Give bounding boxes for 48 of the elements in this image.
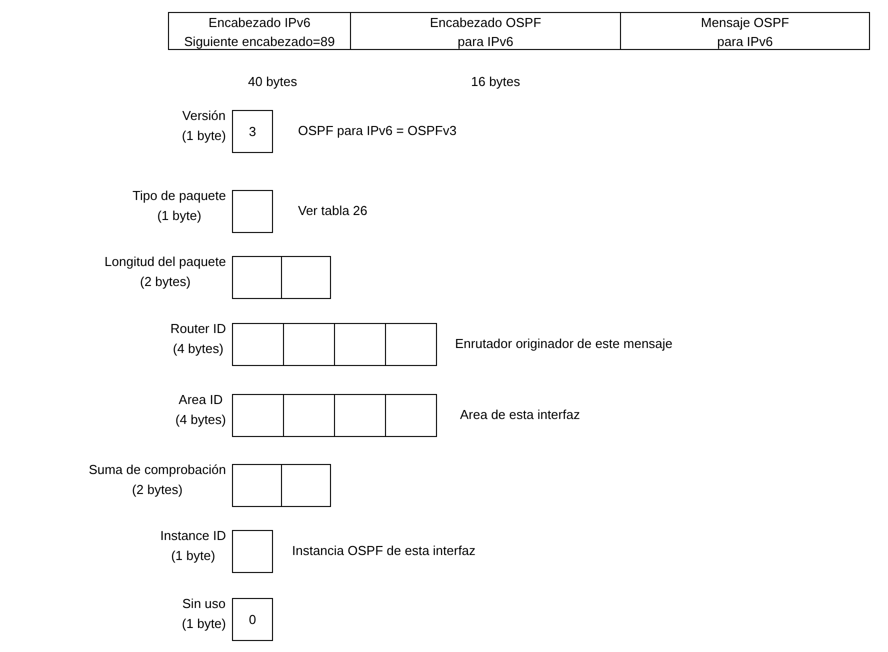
byte-cell xyxy=(385,394,437,437)
byte-cell xyxy=(232,464,282,507)
field-name: Router ID xyxy=(170,320,226,338)
field-description: Enrutador originador de este mensaje xyxy=(455,335,673,353)
byte-cell xyxy=(232,598,273,641)
field-size: (2 bytes) xyxy=(131,481,184,499)
byte-cell xyxy=(281,256,331,299)
byte-cell xyxy=(283,323,335,366)
field-size: (1 byte) xyxy=(182,615,226,633)
field-value: 0 xyxy=(248,611,256,629)
byte-cell xyxy=(283,394,335,437)
field-name: Area ID xyxy=(178,391,224,409)
byte-cell xyxy=(232,110,273,153)
header-field-cell xyxy=(168,12,351,50)
byte-length-label: 40 bytes xyxy=(248,73,298,91)
field-name: Instance ID xyxy=(160,527,226,545)
field-name: Suma de comprobación xyxy=(88,461,226,479)
byte-length-label: 16 bytes xyxy=(471,73,520,91)
field-size: (1 byte) xyxy=(182,127,226,145)
field-size: (4 bytes) xyxy=(172,340,224,358)
field-size: (4 bytes) xyxy=(175,411,226,429)
field-size: (1 byte) xyxy=(156,207,202,225)
field-name: Sin uso xyxy=(182,595,226,613)
header-field-cell xyxy=(620,12,870,50)
byte-cell xyxy=(232,394,284,437)
field-size: (2 bytes) xyxy=(138,273,192,291)
header-field-cell xyxy=(350,12,621,50)
header-field-label: Mensaje OSPF para IPv6 xyxy=(700,14,790,51)
byte-cell xyxy=(334,323,386,366)
field-description: Area de esta interfaz xyxy=(460,406,580,424)
byte-cell xyxy=(281,464,331,507)
byte-cell xyxy=(385,323,437,366)
byte-cell xyxy=(334,394,386,437)
byte-cell xyxy=(232,256,282,299)
header-field-label: Encabezado OSPF para IPv6 xyxy=(430,14,542,51)
field-name: Tipo de paquete xyxy=(132,187,226,205)
field-description: OSPF para IPv6 = OSPFv3 xyxy=(298,122,457,140)
byte-cell xyxy=(232,323,284,366)
field-description: Instancia OSPF de esta interfaz xyxy=(292,542,476,560)
header-field-label: Encabezado IPv6 xyxy=(208,14,310,32)
byte-cell xyxy=(232,190,273,233)
byte-cell xyxy=(232,530,273,573)
field-size: (1 byte) xyxy=(170,547,216,565)
field-description: Ver tabla 26 xyxy=(298,202,368,220)
field-name: Longitud del paquete xyxy=(104,253,226,271)
field-value: 3 xyxy=(248,123,256,141)
field-name: Versión xyxy=(182,107,226,125)
header-field-label: Siguiente encabezado=89 xyxy=(184,33,335,51)
